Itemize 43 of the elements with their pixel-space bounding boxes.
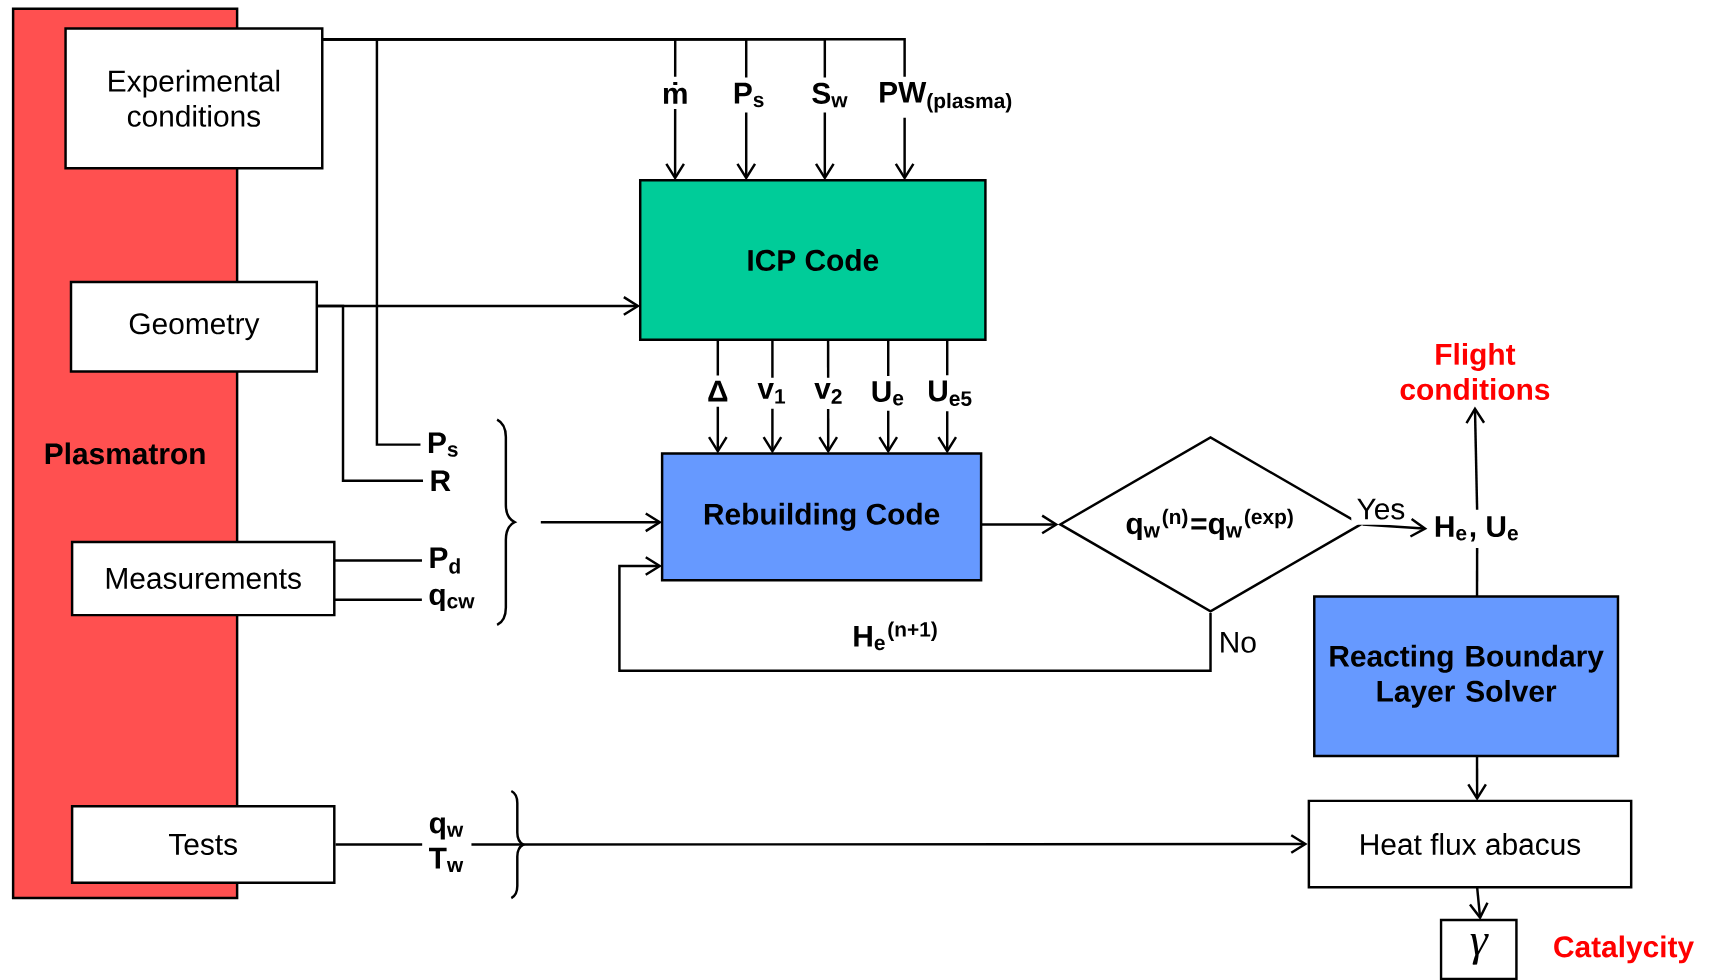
edge-label: PW$_{(plasma)}$ bbox=[872, 76, 1020, 118]
variable-label: P$_{d}$ bbox=[430, 547, 460, 574]
edge-label: v$_{1}$ bbox=[752, 377, 793, 409]
variable-label: Flight conditions bbox=[1400, 342, 1550, 401]
edge-label: P$_{s}$ bbox=[727, 77, 772, 113]
arrow bbox=[1467, 756, 1487, 801]
connector-line bbox=[322, 38, 421, 446]
process-box: γ bbox=[1439, 918, 1518, 980]
process-box: Experimental conditions bbox=[64, 27, 324, 170]
connector-line bbox=[335, 843, 423, 846]
process-box: Rebuilding Code bbox=[660, 452, 983, 582]
edge-label: v$_{2}$ bbox=[808, 377, 850, 409]
variable-label: H$_{e}$, U$_{e}$ bbox=[1435, 516, 1518, 542]
process-box: Measurements bbox=[70, 540, 336, 617]
edge-label: Δ bbox=[701, 375, 734, 407]
edge-label: ṁ bbox=[656, 76, 694, 109]
connector-line bbox=[1475, 547, 1479, 597]
edge-label: No bbox=[1213, 626, 1263, 659]
process-box: Heat flux abacus bbox=[1307, 799, 1633, 889]
node-caption: Catalycity bbox=[1554, 935, 1694, 964]
arrow bbox=[618, 556, 1212, 673]
arrow bbox=[1362, 517, 1428, 538]
edge-label: Yes bbox=[1351, 493, 1411, 525]
edge-label: U$_{e}$ bbox=[865, 375, 911, 411]
arrow bbox=[1469, 887, 1489, 920]
process-box: ICP Code bbox=[639, 179, 987, 341]
variable-label: q$_{cw}$ bbox=[429, 588, 475, 611]
process-box: Tests bbox=[70, 805, 336, 884]
arrow bbox=[471, 834, 1308, 854]
connector-line bbox=[316, 304, 424, 482]
variable-label: P$_{s}$ bbox=[428, 432, 458, 457]
flow-label: H$_{e}$(n+1) bbox=[854, 621, 937, 651]
arrow bbox=[1465, 406, 1486, 510]
variable-label: R bbox=[431, 470, 451, 491]
connector-line bbox=[334, 559, 422, 562]
variable-label: q$_{w}$ T$_{w}$ bbox=[429, 817, 464, 872]
edge-label: U$_{e5}$ bbox=[921, 375, 980, 412]
arrow bbox=[981, 514, 1059, 535]
process-box: Geometry bbox=[69, 280, 319, 373]
edge-label: S$_{w}$ bbox=[806, 77, 855, 113]
connector-line bbox=[334, 598, 422, 602]
arrow bbox=[540, 512, 663, 533]
process-box: Reacting Boundary Layer Solver bbox=[1313, 595, 1620, 758]
